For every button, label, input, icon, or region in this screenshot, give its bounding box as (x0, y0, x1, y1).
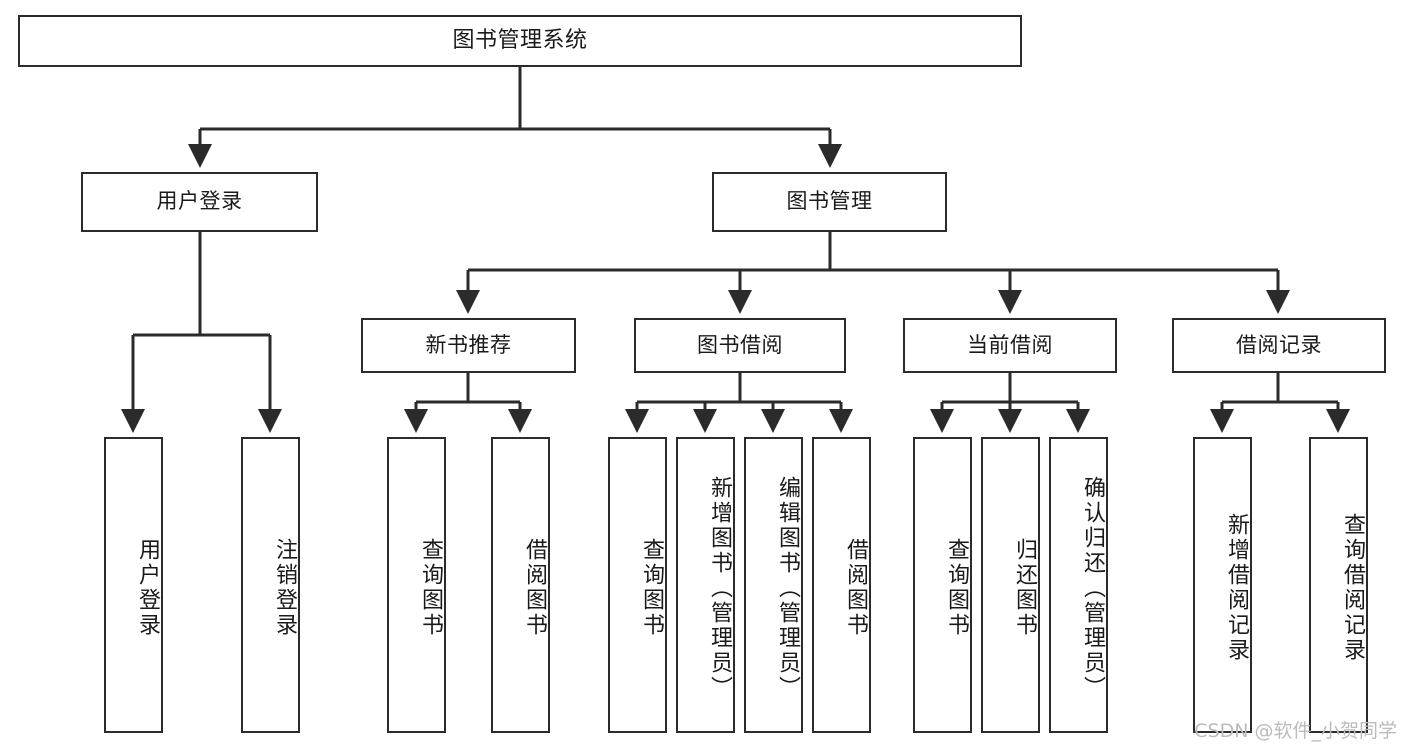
node-label: 注销登录 (272, 538, 297, 638)
node-label: 图书管理 (786, 189, 873, 214)
node-leaf-borrow-book-1[interactable]: 借阅图书 (491, 437, 550, 733)
node-book-borrow[interactable]: 图书借阅 (634, 318, 846, 373)
node-root-book-management-system[interactable]: 图书管理系统 (18, 15, 1022, 67)
node-current-borrow[interactable]: 当前借阅 (903, 318, 1117, 373)
node-label: 图书借阅 (697, 332, 783, 357)
node-label: 图书管理系统 (452, 27, 588, 53)
node-leaf-query-borrow-record[interactable]: 查询借阅记录 (1309, 437, 1368, 733)
node-leaf-add-book[interactable]: 新增图书（管理员） (676, 437, 735, 733)
node-book-management[interactable]: 图书管理 (712, 172, 947, 232)
node-label: 用户登录 (135, 538, 160, 638)
node-label: 查询图书 (639, 538, 664, 638)
node-label: 归还图书 (1012, 538, 1037, 638)
node-user-login[interactable]: 用户登录 (81, 172, 318, 232)
node-leaf-query-book-2[interactable]: 查询图书 (608, 437, 667, 733)
node-leaf-return-book[interactable]: 归还图书 (981, 437, 1040, 733)
node-label: 借阅图书 (843, 538, 868, 638)
node-borrow-record[interactable]: 借阅记录 (1172, 318, 1386, 373)
node-leaf-edit-book[interactable]: 编辑图书（管理员） (744, 437, 803, 733)
node-label: 新增图书（管理员） (707, 475, 732, 701)
node-label: 新书推荐 (425, 332, 512, 357)
node-label: 查询图书 (944, 538, 969, 638)
node-label: 借阅图书 (522, 538, 547, 638)
node-label: 借阅记录 (1236, 332, 1322, 357)
node-new-book-recommend[interactable]: 新书推荐 (361, 318, 576, 373)
node-label: 确认归还（管理员） (1080, 475, 1105, 701)
node-label: 当前借阅 (967, 332, 1053, 357)
node-leaf-query-book-1[interactable]: 查询图书 (387, 437, 446, 733)
node-leaf-confirm-return[interactable]: 确认归还（管理员） (1049, 437, 1108, 733)
csdn-watermark: CSDN @软件_小贺同学 (1194, 720, 1397, 742)
node-leaf-user-login[interactable]: 用户登录 (104, 437, 163, 733)
node-leaf-query-book-3[interactable]: 查询图书 (913, 437, 972, 733)
node-label: 查询图书 (418, 538, 443, 638)
node-leaf-logout-login[interactable]: 注销登录 (241, 437, 300, 733)
node-leaf-borrow-book-2[interactable]: 借阅图书 (812, 437, 871, 733)
node-label: 用户登录 (156, 189, 243, 214)
node-label: 查询借阅记录 (1340, 513, 1365, 663)
node-leaf-add-borrow-record[interactable]: 新增借阅记录 (1193, 437, 1252, 733)
node-label: 新增借阅记录 (1224, 513, 1249, 663)
node-label: 编辑图书（管理员） (775, 475, 800, 701)
